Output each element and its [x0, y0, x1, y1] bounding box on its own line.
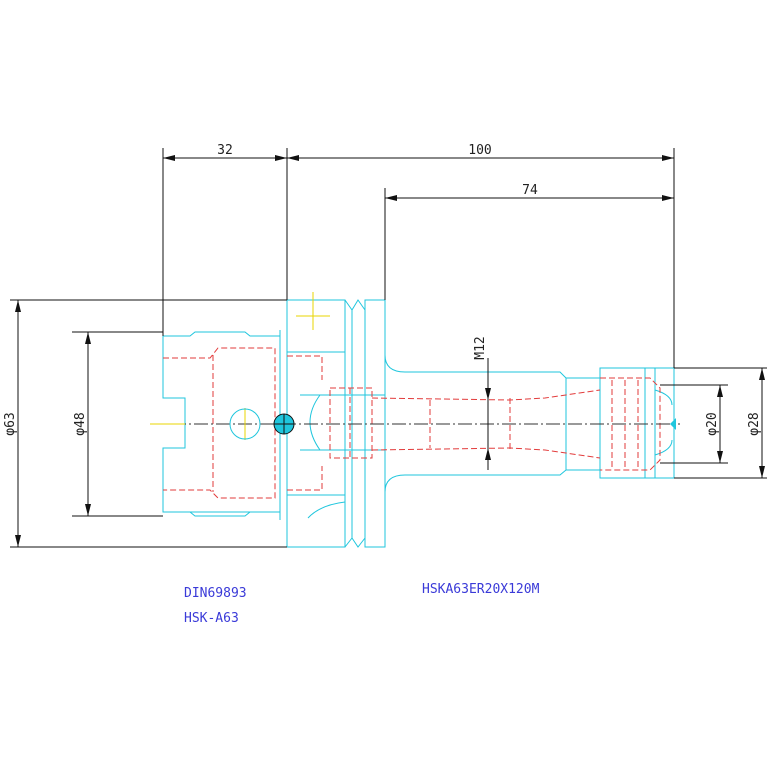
- dim-phi63-label: φ63: [3, 412, 18, 435]
- dim-phi20-label: φ20: [705, 412, 720, 435]
- bore-circle: [229, 408, 261, 440]
- part-number-label: HSKA63ER20X120M: [422, 582, 540, 597]
- dim-phi48-label: φ48: [73, 412, 88, 435]
- body-outline: [300, 300, 675, 547]
- drawing-area: [0, 140, 767, 625]
- center-lines: [150, 292, 680, 440]
- interface-label: HSK-A63: [184, 611, 239, 626]
- dim-phi28-label: φ28: [747, 412, 762, 435]
- dim-100-label: 100: [468, 143, 491, 158]
- standard-label: DIN69893: [184, 586, 247, 601]
- dim-m12-label: M12: [473, 336, 488, 359]
- dim-74-label: 74: [522, 183, 538, 198]
- dimension-lines: [10, 148, 767, 548]
- dim-32-label: 32: [217, 143, 233, 158]
